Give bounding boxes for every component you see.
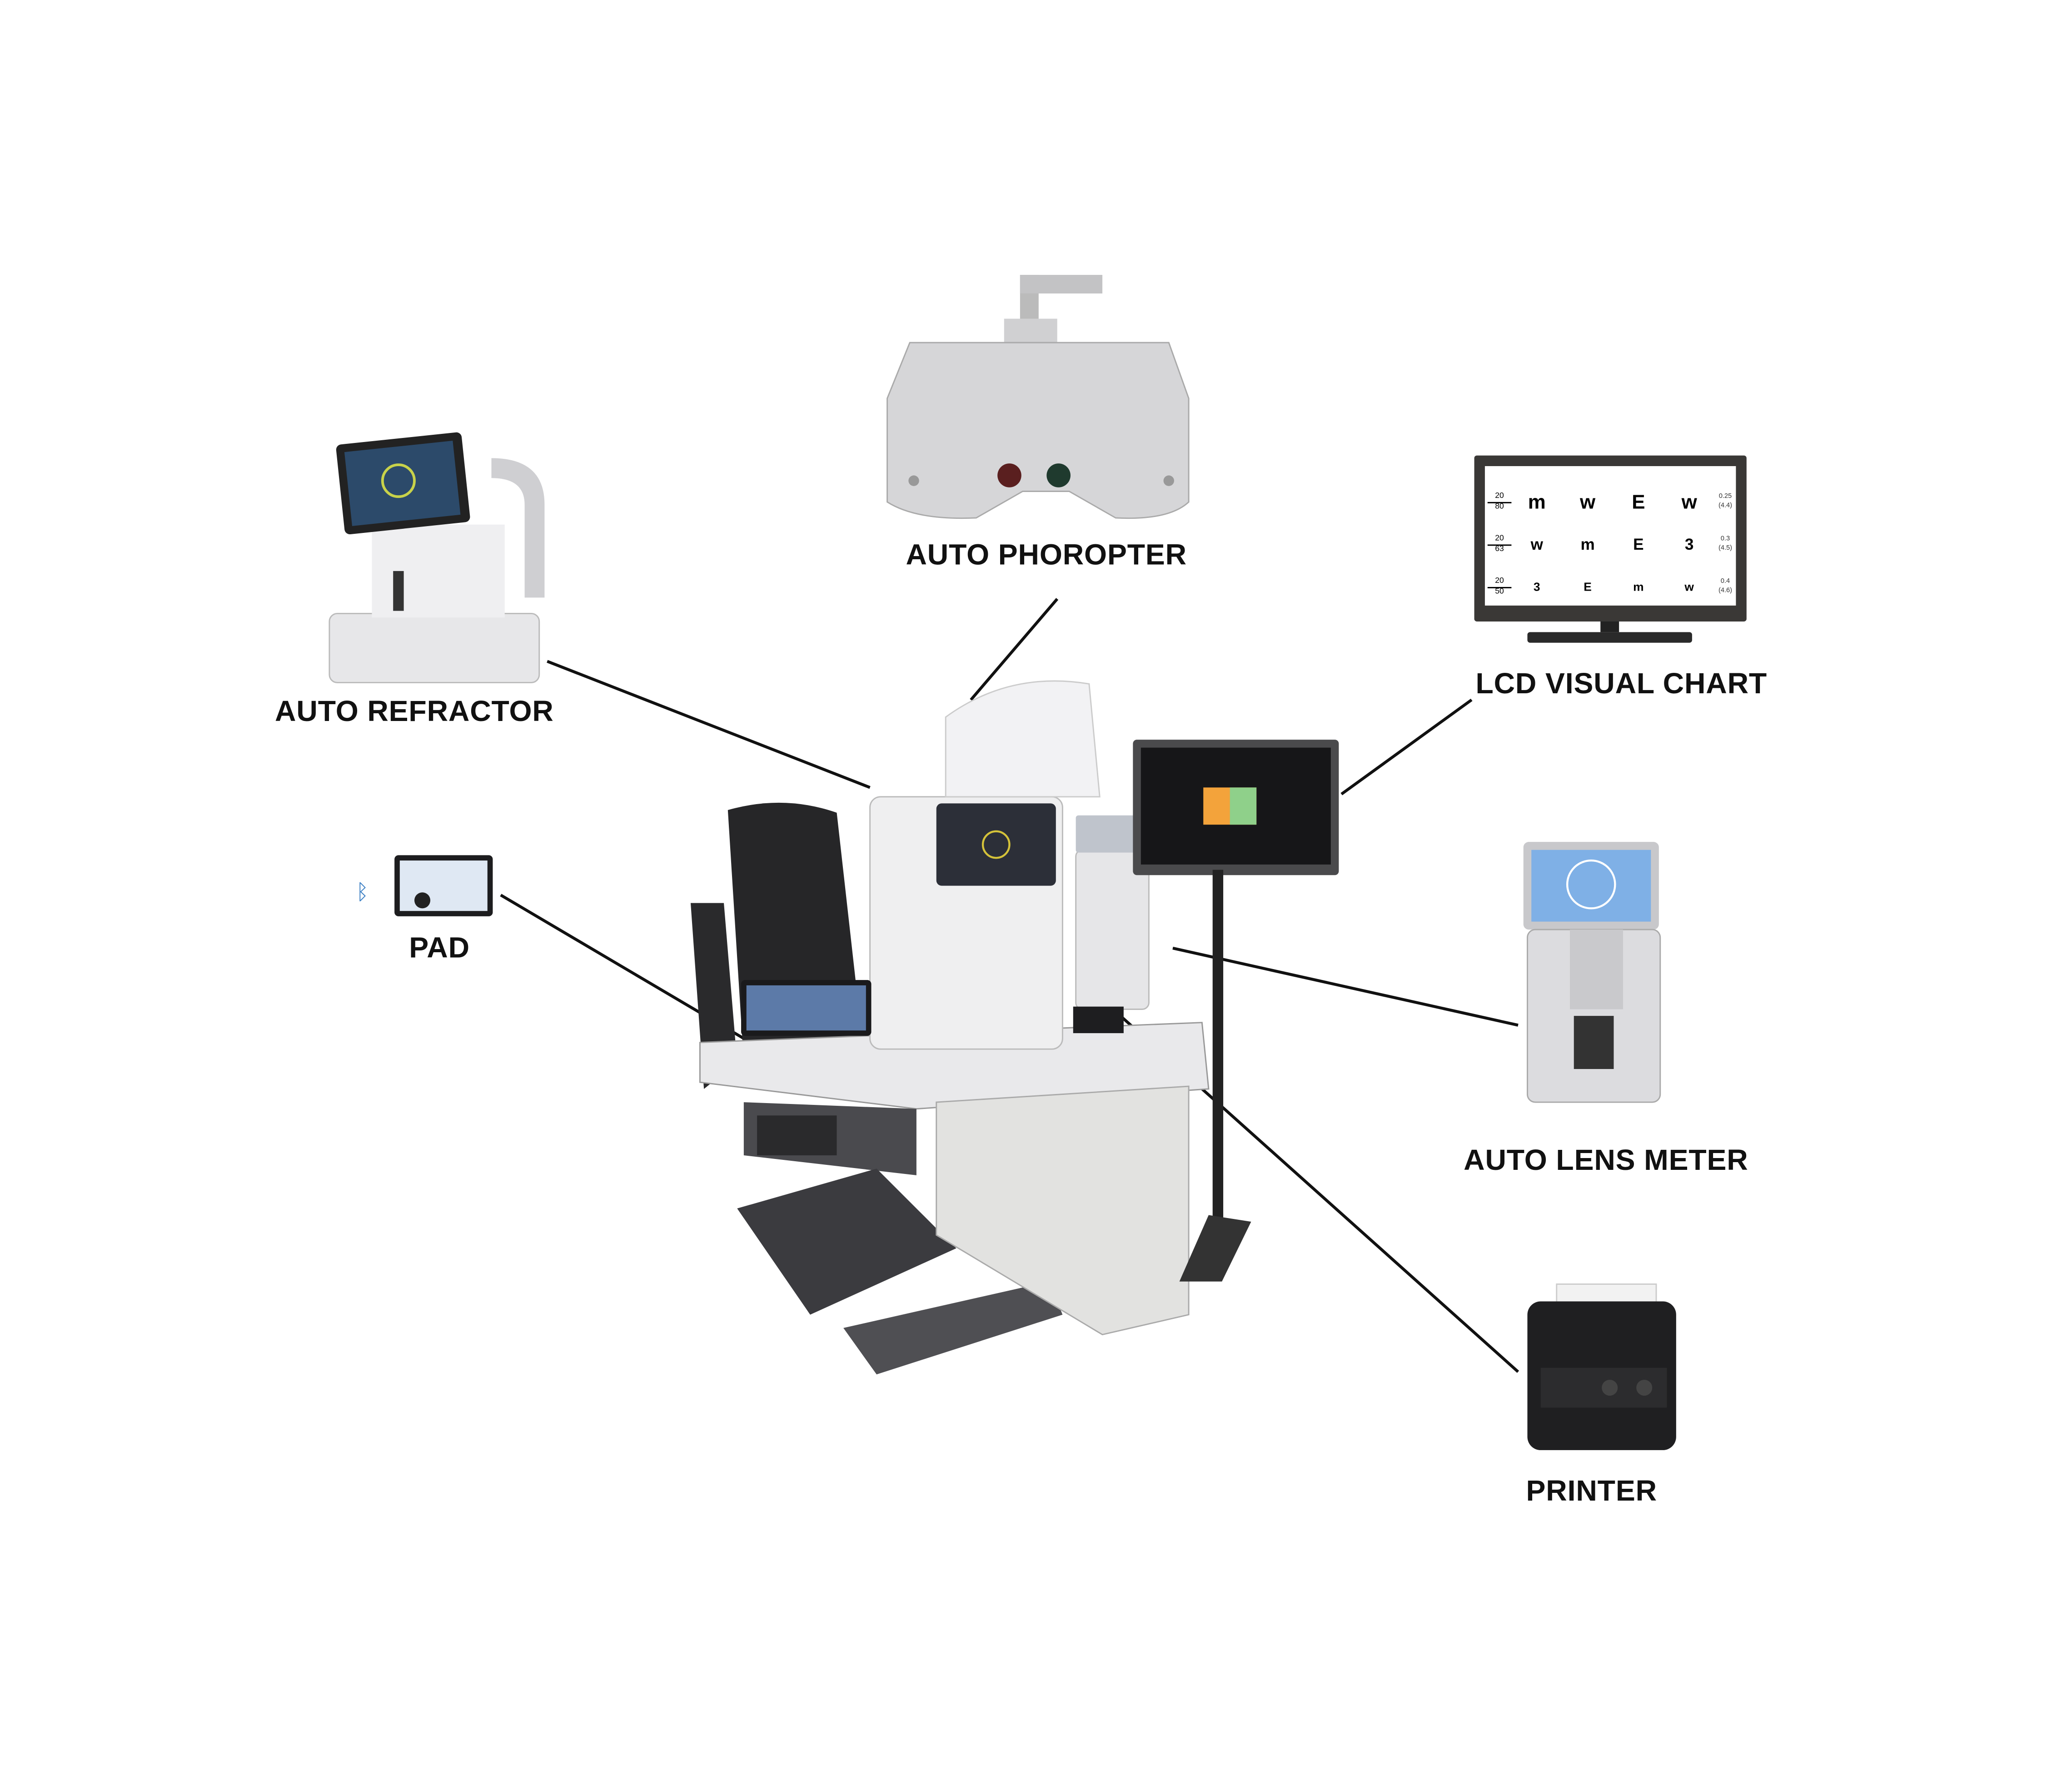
snellen-denominator: 50 (1495, 587, 1504, 596)
monitor-neck (1600, 621, 1619, 632)
label-auto-phoropter: AUTO PHOROPTER (906, 537, 1187, 571)
refractor-connector (547, 660, 871, 789)
optotype: w (1681, 491, 1697, 513)
bluetooth-icon: ᛒ (356, 880, 369, 904)
snellen-numerator: 20 (1487, 577, 1512, 588)
lensmeter-connector (1172, 946, 1519, 1027)
auto-lens-meter-image (1523, 842, 1661, 1103)
optotype: w (1580, 491, 1596, 513)
optotype: E (1632, 491, 1645, 513)
optotype: E (1633, 535, 1644, 554)
pad-image: ᛒ (356, 855, 493, 916)
label-auto-lens-meter: AUTO LENS METER (1464, 1143, 1748, 1177)
snellen-numerator: 20 (1487, 535, 1512, 545)
optotype: E (1584, 580, 1592, 594)
optotype: 3 (1684, 535, 1694, 554)
optotype: w (1684, 580, 1694, 594)
decimal-acuity: 0.4 (1720, 577, 1730, 586)
optotype: 3 (1533, 580, 1540, 594)
chart-connector (1340, 698, 1473, 796)
optotype: m (1633, 580, 1644, 594)
snellen-denominator: 80 (1495, 502, 1504, 511)
log-acuity: (4.4) (1718, 502, 1733, 510)
phoropter-connector (970, 598, 1059, 701)
decimal-acuity: 0.25 (1718, 492, 1732, 501)
label-lcd-visual-chart: LCD VISUAL CHART (1475, 666, 1768, 700)
decimal-acuity: 0.3 (1720, 535, 1730, 543)
label-printer: PRINTER (1526, 1474, 1657, 1507)
log-acuity: (4.6) (1718, 587, 1733, 595)
auto-refractor-image (329, 432, 545, 683)
optotype: m (1528, 491, 1546, 513)
snellen-numerator: 20 (1487, 492, 1512, 503)
snellen-denominator: 63 (1495, 545, 1504, 553)
log-acuity: (4.5) (1718, 544, 1733, 552)
monitor-base (1527, 632, 1692, 643)
label-pad: PAD (409, 931, 470, 965)
refraction-unit-image (690, 680, 1339, 1375)
phoropter-image (887, 275, 1190, 519)
label-auto-refractor: AUTO REFRACTOR (275, 694, 554, 728)
optotype: m (1580, 535, 1595, 554)
printer-image (1527, 1283, 1676, 1450)
optotype: w (1530, 535, 1543, 554)
